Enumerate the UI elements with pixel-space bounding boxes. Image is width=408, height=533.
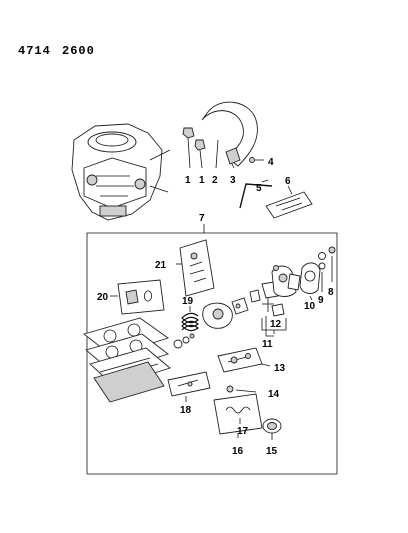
- part-12-levers: [261, 281, 287, 334]
- part-10-plate: [299, 262, 321, 301]
- callout-1b: 1: [199, 175, 205, 186]
- carburetor-assembly: [71, 123, 171, 221]
- kit-frame: [86, 224, 338, 475]
- callout-6: 6: [285, 176, 291, 187]
- callout-21: 21: [155, 260, 167, 271]
- gasket-stack: [83, 317, 171, 403]
- part-5-rod: [239, 179, 273, 209]
- callout-16: 16: [232, 446, 244, 457]
- callout-3: 3: [230, 175, 236, 186]
- callout-13: 13: [274, 363, 286, 374]
- part-11-leader: [265, 316, 274, 337]
- callout-7: 7: [199, 213, 205, 224]
- callout-19: 19: [182, 296, 194, 307]
- callout-20: 20: [97, 292, 109, 303]
- callout-8: 8: [328, 287, 334, 298]
- callout-5: 5: [256, 183, 262, 194]
- part-21-bag: [176, 239, 215, 297]
- callout-4: 4: [268, 157, 274, 168]
- callout-9: 9: [318, 295, 324, 306]
- part-14-ball: [226, 385, 257, 393]
- part-3-tube: [225, 147, 241, 169]
- part-4-fitting: [249, 157, 264, 163]
- part-9-washer: [318, 252, 326, 292]
- o-rings: [173, 333, 195, 349]
- callout-2: 2: [212, 175, 218, 186]
- callout-10: 10: [304, 301, 316, 312]
- diaphragm-assembly: [202, 289, 261, 329]
- callout-11: 11: [262, 339, 273, 350]
- callout-15: 15: [266, 446, 278, 457]
- part-19-spring: [181, 306, 200, 332]
- part-18-bag: [167, 371, 211, 402]
- part-8-nut: [328, 246, 336, 282]
- part-15-seal: [262, 418, 282, 440]
- part-16-bag: [213, 393, 263, 438]
- callout-1a: 1: [185, 175, 191, 186]
- part-20-bag: [110, 279, 165, 315]
- header-code-right: 2600: [62, 44, 95, 58]
- part-1-clips: [182, 127, 206, 169]
- callout-18: 18: [180, 405, 192, 416]
- part-2-hose: [201, 101, 258, 169]
- part-13-bag: [217, 347, 271, 373]
- part-6-kit: [265, 185, 313, 219]
- callout-17: 17: [237, 426, 249, 437]
- header-code-left: 4714: [18, 44, 51, 58]
- callout-14: 14: [268, 389, 280, 400]
- callout-12: 12: [270, 319, 282, 330]
- throttle-cam: [271, 265, 301, 297]
